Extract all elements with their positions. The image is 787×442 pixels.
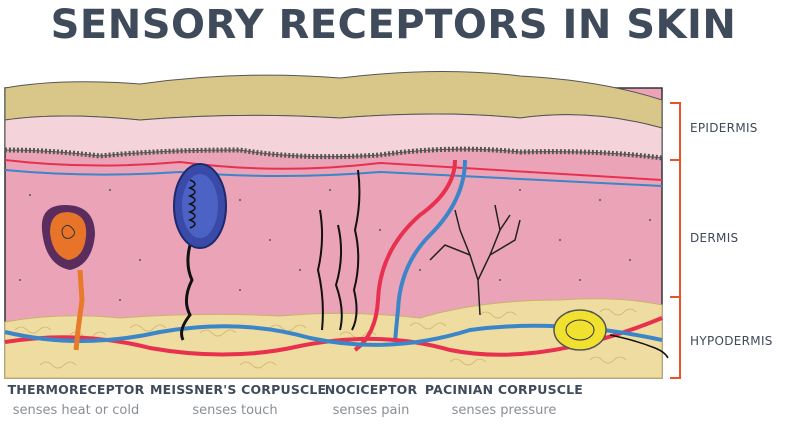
receptor-description: senses touch <box>192 403 278 418</box>
epidermis-inner-layer <box>4 113 663 159</box>
free-nerve-ending-illustration <box>429 204 521 316</box>
caption-thermoreceptor: THERMORECEPTOR senses heat or cold <box>6 382 146 418</box>
hypodermis-label: HYPODERMIS <box>690 334 773 348</box>
page-title: SENSORY RECEPTORS IN SKIN <box>50 2 737 48</box>
basement-membrane <box>4 146 663 161</box>
receptor-name: PACINIAN CORPUSCLE <box>424 382 584 397</box>
meissners-corpuscle-illustration <box>173 163 227 341</box>
vertical-artery <box>353 159 457 352</box>
epidermis-label: EPIDERMIS <box>690 121 758 135</box>
receptor-description: senses heat or cold <box>12 403 140 418</box>
pacinian-corpuscle-illustration <box>553 309 669 359</box>
nociceptor-illustration <box>316 169 361 331</box>
layer-brackets <box>670 102 681 379</box>
hypodermis-fat <box>4 298 663 379</box>
receptor-description: senses pain <box>332 403 410 418</box>
receptor-name: MEISSNER'S CORPUSCLE <box>150 382 327 397</box>
upper-artery <box>4 159 663 181</box>
receptor-description: senses pressure <box>451 403 557 418</box>
upper-vein <box>4 169 663 187</box>
caption-meissners-corpuscle: MEISSNER'S CORPUSCLE senses touch <box>150 382 327 418</box>
vertical-vein <box>393 159 467 343</box>
caption-nociceptor: NOCICEPTOR senses pain <box>322 382 420 418</box>
receptor-name: THERMORECEPTOR <box>7 382 145 397</box>
dermis-label: DERMIS <box>690 231 739 245</box>
receptor-name: NOCICEPTOR <box>324 382 418 397</box>
lower-vein <box>4 323 663 347</box>
caption-pacinian-corpuscle: PACINIAN CORPUSCLE senses pressure <box>424 382 584 418</box>
thermoreceptor-illustration <box>41 205 95 351</box>
